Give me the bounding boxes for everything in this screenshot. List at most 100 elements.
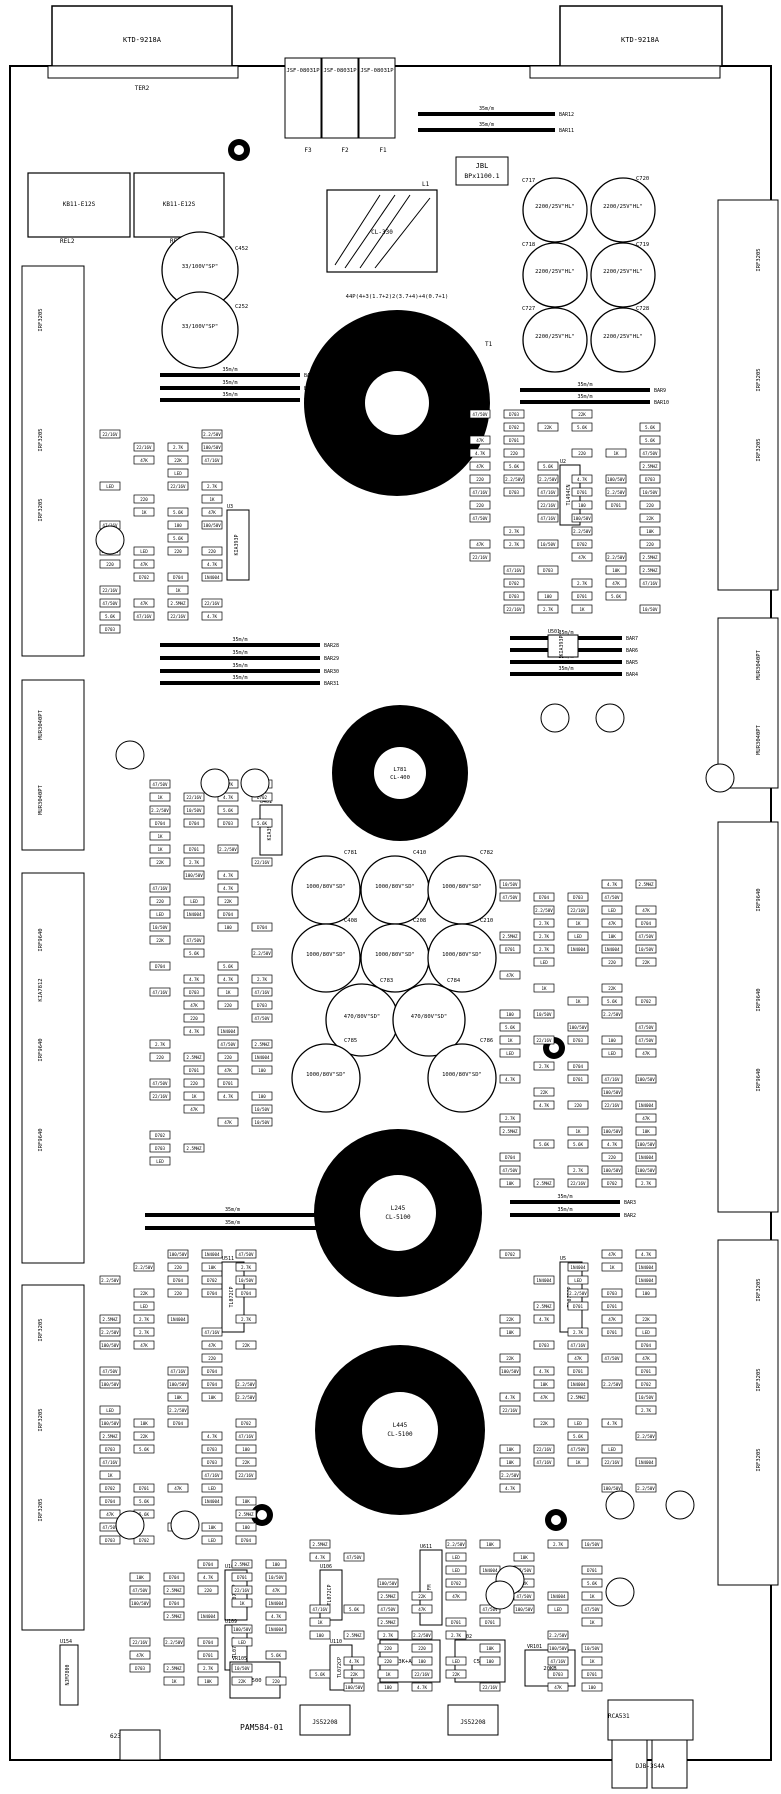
small-part-label: 100 (316, 1633, 324, 1638)
small-part (635, 1165, 657, 1175)
ic-body (59, 1644, 79, 1706)
small-part-label: 22/16V (254, 860, 270, 865)
bus-bar (510, 1213, 620, 1217)
small-part-label: 22K (642, 960, 650, 965)
small-part (183, 844, 205, 854)
small-part-label: 100/50V (637, 1168, 655, 1173)
bus-bar-value: 35m/m (479, 106, 494, 112)
small-part (183, 1065, 205, 1075)
small-part-label: 47K (140, 562, 148, 567)
small-part-label: D701 (573, 1077, 584, 1082)
ic-value: TL072CP (337, 1657, 343, 1678)
small-part-label: D701 (509, 438, 520, 443)
small-part-label: 4.7K (207, 562, 218, 567)
small-part-label: 5.6K (257, 821, 268, 826)
small-part (167, 1418, 189, 1428)
jsf-terminals: JSF-08031P JSF-08031P JSF-08031P F3 F2 F… (284, 57, 396, 154)
small-part (601, 918, 623, 928)
small-part (377, 1656, 399, 1666)
small-part (503, 604, 525, 614)
small-part (499, 1113, 521, 1123)
small-part-label: 47K (272, 1588, 280, 1593)
small-part (197, 1637, 219, 1647)
small-part (163, 1598, 185, 1608)
heatsink-device-label: IRF3205 (756, 1278, 762, 1301)
small-part (503, 526, 525, 536)
small-part-label: 2.5MHZ (570, 1395, 586, 1400)
small-part-label: 47/50V (132, 1588, 148, 1593)
big-cap-value: 1000/80V"SD" (375, 952, 415, 958)
bus-bar (418, 128, 555, 132)
small-part-label: 100/50V (573, 516, 591, 521)
electrolytic-cap (240, 768, 270, 798)
small-part-label: 10K (506, 1181, 514, 1186)
small-part-label: 220 (208, 549, 216, 554)
small-part-label: 2.7K (543, 607, 554, 612)
small-part (503, 474, 525, 484)
small-part-label: LED (140, 1304, 148, 1309)
small-part (601, 1048, 623, 1058)
cap-c717-ref: C717 (522, 178, 535, 184)
small-part-label: 22K (140, 1291, 148, 1296)
small-part (499, 1152, 521, 1162)
small-part-label: D704 (203, 1562, 214, 1567)
small-part (499, 1353, 521, 1363)
small-part-label: 10K (608, 934, 616, 939)
small-part-label: 5.6K (611, 594, 622, 599)
small-part-label: 2.7K (573, 1168, 584, 1173)
small-part-label: 220 (608, 960, 616, 965)
small-part-label: 22/16V (170, 484, 186, 489)
small-part-label: 220 (646, 542, 654, 547)
small-part (445, 1656, 467, 1666)
small-part (99, 1405, 121, 1415)
small-part-label: 10K (486, 1646, 494, 1651)
inductor-l445-value: CL-5100 (387, 1431, 413, 1438)
small-part (635, 1457, 657, 1467)
small-part (499, 931, 521, 941)
small-part (167, 1249, 189, 1259)
electrolytic-cap (115, 1510, 145, 1540)
small-part (601, 1139, 623, 1149)
connector-bottom-right: DJB-3S4A (607, 1699, 694, 1789)
small-part-label: D704 (189, 821, 200, 826)
small-part-label: D703 (257, 1003, 268, 1008)
small-part (567, 1035, 589, 1045)
small-part (99, 1379, 121, 1389)
small-part-label: 2.7K (173, 445, 184, 450)
small-part-label: 5.6K (607, 999, 618, 1004)
electrolytic-cap (95, 525, 125, 555)
small-part (567, 1327, 589, 1337)
small-part (567, 996, 589, 1006)
small-part (231, 1572, 253, 1582)
small-part (605, 578, 627, 588)
connector-bottom-mid: JS52208 (447, 1704, 499, 1736)
small-part-label: 100/50V (637, 1077, 655, 1082)
small-part-label: 100/50V (603, 1129, 621, 1134)
small-part (129, 1637, 151, 1647)
small-part (571, 448, 593, 458)
small-part-label: 2.7K (641, 1181, 652, 1186)
small-part-label: 1K (175, 588, 181, 593)
small-part (167, 1379, 189, 1389)
small-part-label: 1N4004 (638, 1278, 654, 1283)
small-part-label: 4.7K (539, 1369, 550, 1374)
small-part (251, 1052, 273, 1062)
small-part (639, 578, 661, 588)
small-part-label: 47/50V (102, 601, 118, 606)
small-part (571, 604, 593, 614)
small-part-label: 2.2/50V (413, 1633, 431, 1638)
small-part (533, 931, 555, 941)
heatsink-device-label: IRF3205 (756, 248, 762, 271)
small-part (499, 1022, 521, 1032)
small-part-label: 1N4004 (638, 1155, 654, 1160)
small-part-label: D702 (509, 425, 520, 430)
small-part-label: D704 (173, 1421, 184, 1426)
small-part-label: 1N4004 (570, 1265, 586, 1270)
small-part-label: 2.2/50V (253, 951, 271, 956)
bus-bar-ref: BAR9 (654, 388, 666, 394)
small-part-label: 2.5MHZ (170, 601, 186, 606)
small-part (149, 935, 171, 945)
small-part-label: 220 (418, 1646, 426, 1651)
small-part (499, 944, 521, 954)
small-part (499, 1165, 521, 1175)
